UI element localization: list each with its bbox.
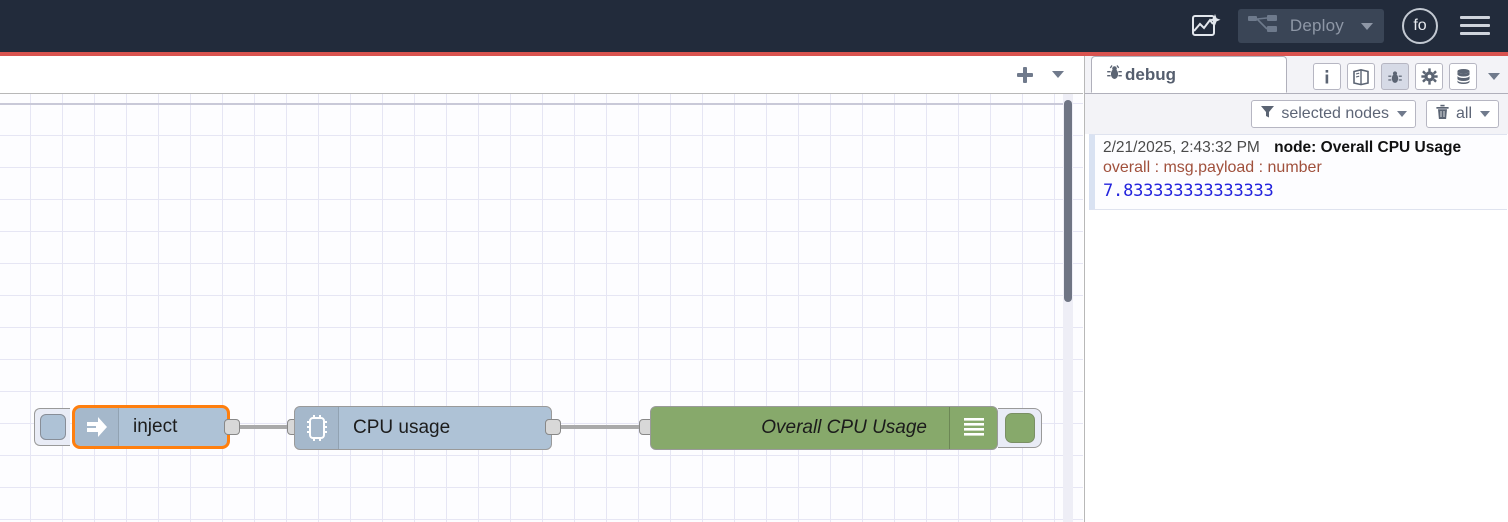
deploy-nodes-icon — [1247, 14, 1278, 38]
deploy-label: Deploy — [1289, 16, 1344, 35]
flow-tab-bar — [0, 56, 1083, 94]
node-debug[interactable]: Overall CPU Usage — [650, 406, 998, 450]
avatar[interactable]: fo — [1402, 8, 1438, 44]
node-cpu-usage[interactable]: CPU usage — [294, 406, 552, 450]
hamburger-menu-icon[interactable] — [1458, 11, 1492, 41]
sidebar-tool-buttons — [1313, 63, 1508, 93]
debug-message-timestamp: 2/21/2025, 2:43:32 PM — [1103, 139, 1260, 156]
bug-icon — [1106, 64, 1123, 86]
node-cpu-usage-label: CPU usage — [353, 417, 451, 438]
deploy-button[interactable]: Deploy — [1237, 9, 1384, 43]
debug-message-topic: overall : msg.payload : number — [1103, 159, 1322, 176]
debug-message-value: 7.833333333333333 — [1103, 181, 1274, 201]
chevron-down-icon — [1052, 71, 1064, 78]
debug-clear-button[interactable]: all — [1425, 100, 1499, 128]
debug-clear-label: all — [1455, 105, 1472, 122]
funnel-icon — [1260, 104, 1275, 124]
canvas-guide-horizontal — [0, 103, 1065, 105]
debug-lines-icon — [949, 407, 997, 449]
help-book-icon[interactable] — [1347, 63, 1375, 90]
cpu-chip-icon — [295, 407, 339, 449]
flow-list-menu-button[interactable] — [1041, 59, 1075, 91]
node-debug-label: Overall CPU Usage — [761, 417, 927, 438]
chevron-down-icon — [1396, 111, 1407, 117]
port-inject-output[interactable] — [224, 419, 240, 435]
port-cpu-output[interactable] — [545, 419, 561, 435]
sidebar-menu-button[interactable] — [1483, 63, 1505, 90]
debug-node-toggle-button[interactable] — [998, 408, 1042, 448]
debug-node-filter-label: selected nodes — [1281, 105, 1389, 122]
header-accent-line — [0, 52, 1508, 56]
chevron-down-icon — [1488, 73, 1500, 80]
config-gear-icon[interactable] — [1415, 63, 1443, 90]
flow-canvas[interactable]: inject — [0, 94, 1083, 522]
info-icon[interactable] — [1313, 63, 1341, 90]
chevron-down-icon[interactable] — [1354, 9, 1380, 43]
tab-debug[interactable]: debug — [1091, 56, 1287, 93]
trash-icon — [1435, 104, 1450, 125]
add-flow-button[interactable] — [1009, 59, 1041, 91]
tab-debug-label: debug — [1125, 64, 1176, 84]
sidebar: debug — [1084, 56, 1508, 522]
context-data-icon[interactable] — [1449, 63, 1477, 90]
debug-message-item[interactable]: 2/21/2025, 2:43:32 PM node: Overall CPU … — [1089, 134, 1507, 210]
app-header: Deploy fo — [0, 0, 1508, 52]
inject-trigger-icon — [39, 414, 66, 440]
avatar-initials: fo — [1413, 17, 1427, 34]
canvas-scrollbar-thumb[interactable] — [1064, 100, 1072, 302]
flow-assistant-icon[interactable] — [1186, 8, 1226, 44]
inject-trigger-button[interactable] — [34, 408, 70, 446]
canvas-scrollbar-track[interactable] — [1063, 94, 1073, 522]
wire-cpu-to-debug[interactable] — [559, 425, 641, 429]
inject-arrow-icon — [75, 408, 119, 446]
debug-node-filter-button[interactable]: selected nodes — [1251, 100, 1416, 128]
node-inject-label: inject — [133, 416, 178, 437]
debug-message-list[interactable]: 2/21/2025, 2:43:32 PM node: Overall CPU … — [1089, 134, 1507, 522]
plus-icon — [1017, 66, 1033, 83]
debug-bug-icon[interactable] — [1381, 63, 1409, 90]
chevron-down-icon — [1480, 111, 1490, 117]
debug-toggle-state-icon — [1004, 413, 1035, 443]
debug-message-source-node[interactable]: node: Overall CPU Usage — [1274, 139, 1462, 156]
node-inject[interactable]: inject — [72, 405, 230, 449]
debug-filter-bar: selected nodes — [1085, 94, 1508, 134]
flow-workspace: inject — [0, 56, 1083, 522]
sidebar-tab-bar: debug — [1085, 56, 1508, 94]
wire-inject-to-cpu[interactable] — [238, 425, 288, 429]
